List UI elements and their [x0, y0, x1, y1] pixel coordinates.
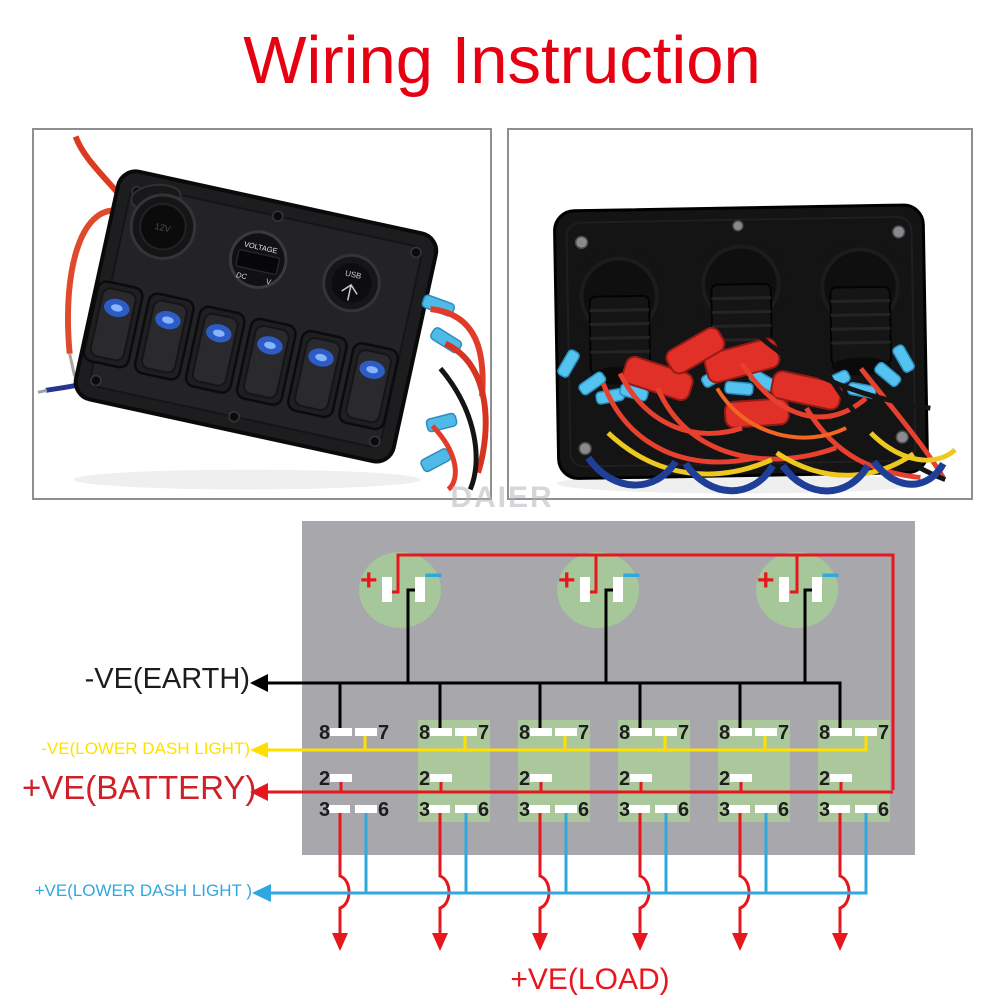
watermark: DAIER: [450, 481, 554, 514]
black-wire-right: [438, 366, 479, 491]
socket-symbol-3: + −: [752, 552, 844, 632]
load-wires: [332, 813, 851, 951]
voltmeter-dc-label: DC: [235, 270, 248, 281]
terminal-3-label: 3: [719, 799, 731, 821]
cigarette-socket: 12V: [129, 183, 197, 260]
photo-rear-wiring: [507, 128, 973, 500]
terminal-7-label: 7: [578, 722, 590, 744]
usb-label: USB: [344, 269, 362, 281]
blue-wire-loops: [585, 455, 947, 495]
rocker-switch: [235, 317, 297, 406]
minus-terminal-label: −: [821, 557, 840, 593]
voltmeter: VOLTAGE DC V: [228, 230, 288, 289]
socket-symbol-2: + −: [553, 552, 645, 632]
dash-light-negative-arrow: [250, 742, 268, 758]
rear-panel-illustration: [553, 203, 957, 495]
dash-light-positive-wire: [252, 813, 868, 902]
terminal-2-label: 2: [519, 768, 531, 790]
terminal-2-label: 2: [819, 768, 831, 790]
terminal-3-label: 3: [519, 799, 531, 821]
terminal-8-label: 8: [819, 722, 831, 744]
terminal-6-label: 6: [578, 799, 590, 821]
minus-terminal-label: −: [622, 557, 641, 593]
socket-label: 12V: [154, 221, 172, 234]
load-arrows: [332, 933, 848, 951]
terminal-2-label: 2: [319, 768, 331, 790]
usb-socket: USB: [322, 253, 381, 313]
terminal-6-label: 6: [378, 799, 390, 821]
socket-symbol-1: + −: [355, 552, 447, 632]
terminal-8-label: 8: [619, 722, 631, 744]
plus-terminal-label: +: [757, 564, 775, 597]
switch-symbol-3: 8 7 2 3 6: [518, 715, 598, 825]
minus-terminal-label: −: [424, 557, 443, 593]
terminal-7-label: 7: [778, 722, 790, 744]
dash-light-positive-label: +VE(LOWER DASH LIGHT ): [34, 881, 252, 900]
panel-screws: [574, 220, 909, 456]
earth-arrow: [250, 674, 268, 692]
page-title: Wiring Instruction: [243, 23, 761, 98]
terminal-7-label: 7: [878, 722, 890, 744]
terminal-3-label: 3: [619, 799, 631, 821]
blue-crimp-connectors: [420, 294, 463, 473]
switch-symbol-1: 8 7 2 3 6: [318, 715, 398, 825]
voltmeter-v-label: V: [265, 277, 272, 287]
rocker-switch: [184, 305, 246, 394]
terminal-7-label: 7: [678, 722, 690, 744]
terminal-7-label: 7: [378, 722, 390, 744]
orange-wire: [715, 387, 847, 440]
rocker-switch: [286, 329, 348, 419]
dash-light-positive-arrow: [252, 884, 271, 902]
yellow-wires: [606, 431, 957, 478]
panel-shadow: [73, 469, 421, 490]
earth-label: -VE(EARTH): [84, 663, 250, 695]
terminal-6-label: 6: [478, 799, 490, 821]
terminal-8-label: 8: [719, 722, 731, 744]
terminal-6-label: 6: [878, 799, 890, 821]
switch-symbol-5: 8 7 2 3 6: [718, 715, 798, 825]
socket-barrel: [571, 248, 668, 385]
terminal-3-label: 3: [819, 799, 831, 821]
usb-icon: [341, 283, 358, 301]
red-wires-right: [430, 306, 489, 492]
rocker-switches: [82, 280, 400, 431]
terminal-2-label: 2: [719, 768, 731, 790]
load-label: +VE(LOAD): [510, 963, 670, 996]
front-panel-illustration: 12V VOLTAGE DC V USB: [37, 135, 489, 492]
battery-label: +VE(BATTERY): [22, 769, 257, 806]
terminal-6-label: 6: [778, 799, 790, 821]
terminal-8-label: 8: [419, 722, 431, 744]
terminal-8-label: 8: [319, 722, 331, 744]
terminal-3-label: 3: [319, 799, 331, 821]
terminal-3-label: 3: [419, 799, 431, 821]
terminal-7-label: 7: [478, 722, 490, 744]
fuse-holders: [621, 326, 843, 429]
photo-front-panel: 12V VOLTAGE DC V USB: [32, 128, 492, 500]
switch-symbol-2: 8 7 2 3 6: [418, 715, 498, 825]
dash-light-negative-label: -VE(LOWER DASH LIGHT): [41, 739, 250, 758]
terminal-6-label: 6: [678, 799, 690, 821]
front-panel-body: 12V VOLTAGE DC V USB: [73, 169, 439, 464]
plus-terminal-label: +: [558, 564, 576, 597]
switch-symbol-4: 8 7 2 3 6: [618, 715, 698, 825]
terminal-2-label: 2: [419, 768, 431, 790]
rocker-switch: [82, 280, 144, 369]
switch-symbol-6: 8 7 2 3 6: [818, 715, 898, 825]
rocker-switch: [133, 292, 195, 381]
terminal-2-label: 2: [619, 768, 631, 790]
rocker-switch: [338, 342, 400, 431]
plus-terminal-label: +: [360, 564, 378, 597]
terminal-8-label: 8: [519, 722, 531, 744]
